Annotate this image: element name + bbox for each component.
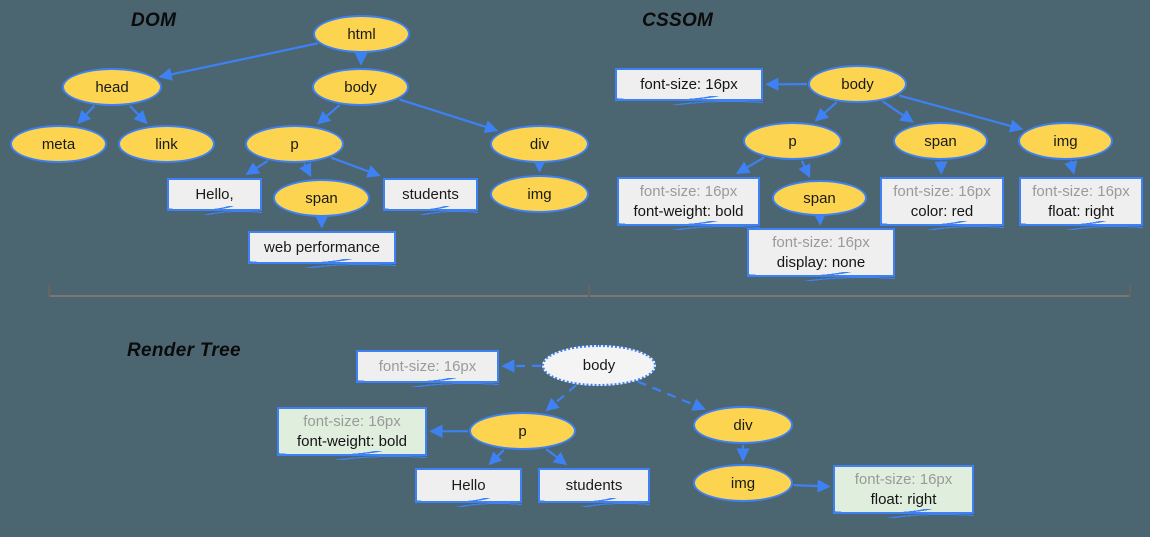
node-label: students [565, 476, 623, 494]
node-label: span [803, 189, 836, 207]
declaration-line: float: right [1048, 202, 1114, 220]
render-tree-node-p[interactable]: p [469, 412, 576, 450]
node-label: p [290, 135, 299, 153]
node-label: html [347, 25, 376, 43]
node-label: Hello [451, 476, 486, 494]
render-tree-node-students[interactable]: students [538, 468, 650, 507]
node-label: Hello, [195, 185, 234, 203]
edge-p-to-span [299, 162, 312, 178]
node-label: web performance [264, 238, 380, 256]
edge-html-to-head [158, 42, 318, 81]
divider-tick [1129, 285, 1131, 297]
edge-head-to-link [129, 104, 148, 125]
node-label: div [733, 416, 753, 434]
dom-node-img[interactable]: img [490, 175, 589, 213]
declaration-line: font-size: 16px [772, 234, 870, 252]
cssom-node-decl-body[interactable]: font-size: 16px [615, 68, 763, 105]
edge-img-to-decl-img [1064, 160, 1078, 175]
declaration-line: font-size: 16px [1032, 183, 1130, 201]
dom-node-students[interactable]: students [383, 178, 478, 215]
edge-p-to-hello [245, 159, 269, 175]
render-tree-node-body[interactable]: body [542, 345, 656, 386]
node-label: meta [41, 135, 76, 153]
node-label: img [1053, 132, 1078, 150]
node-label: body [841, 75, 874, 93]
declaration-line: font-size: 16px [378, 357, 477, 375]
edge-body-to-div [637, 380, 706, 411]
node-label: p [788, 132, 797, 150]
dom-node-body[interactable]: body [312, 68, 409, 106]
dom-node-p[interactable]: p [245, 125, 344, 163]
declaration-line: font-size: 16px [893, 183, 991, 201]
dom-node-head[interactable]: head [62, 68, 162, 106]
dom-node-html[interactable]: html [313, 15, 410, 53]
edge-head-to-meta [77, 105, 96, 124]
section-title-dom: DOM [131, 10, 177, 31]
render-tree-node-div[interactable]: div [693, 406, 793, 444]
node-label: img [527, 185, 552, 203]
cssom-node-img[interactable]: img [1018, 122, 1113, 160]
edge-body-to-p [316, 104, 341, 125]
declaration-line: color: red [910, 202, 974, 220]
divider-tick [48, 285, 50, 297]
declaration-line: float: right [870, 490, 937, 508]
node-label: span [305, 189, 338, 207]
edge-p-to-students [545, 448, 568, 466]
edge-p-to-decl-p [735, 156, 765, 174]
section-title-render: Render Tree [127, 340, 241, 361]
declaration-line: font-size: 16px [640, 75, 738, 93]
dom-node-div[interactable]: div [490, 125, 589, 163]
section-title-cssom: CSSOM [642, 10, 714, 31]
render-tree-node-hello[interactable]: Hello [415, 468, 522, 507]
edge-body-to-div [399, 98, 499, 134]
node-label: p [518, 422, 527, 440]
edge-p-to-hello [488, 449, 505, 466]
edge-p-to-span-2 [798, 160, 811, 178]
node-label: img [730, 474, 756, 492]
render-tree-node-decl-body[interactable]: font-size: 16px [356, 350, 499, 387]
dom-node-link[interactable]: link [118, 125, 215, 163]
cssom-node-span-1[interactable]: span [893, 122, 988, 160]
declaration-line: font-size: 16px [639, 183, 738, 201]
dom-node-span[interactable]: span [273, 179, 370, 217]
declaration-line: display: none [776, 253, 866, 271]
cssom-node-body[interactable]: body [808, 65, 907, 103]
edge-body-to-p [814, 101, 838, 122]
declaration-line: font-weight: bold [296, 432, 408, 450]
cssom-node-p[interactable]: p [743, 122, 842, 160]
edge-body-to-span-1 [882, 100, 914, 123]
dom-node-hello[interactable]: Hello, [167, 178, 262, 215]
dom-node-web-performance[interactable]: web performance [248, 231, 396, 268]
declaration-line: font-size: 16px [303, 413, 401, 431]
divider-tick [588, 285, 590, 297]
node-label: body [582, 357, 616, 374]
node-label: link [155, 135, 178, 153]
edge-p-to-students [330, 156, 381, 178]
cssom-node-span-2[interactable]: span [772, 180, 867, 216]
node-label: div [529, 135, 550, 153]
node-label: students [402, 185, 459, 203]
render-tree-node-img[interactable]: img [693, 464, 793, 502]
declaration-line: font-size: 16px [854, 471, 953, 489]
dom-node-meta[interactable]: meta [10, 125, 107, 163]
edge-body-to-p [545, 384, 577, 412]
edge-img-to-decl-img [793, 479, 831, 493]
node-label: head [95, 78, 129, 96]
declaration-line: font-weight: bold [633, 202, 744, 220]
node-label: span [924, 132, 957, 150]
node-label: body [344, 78, 377, 96]
